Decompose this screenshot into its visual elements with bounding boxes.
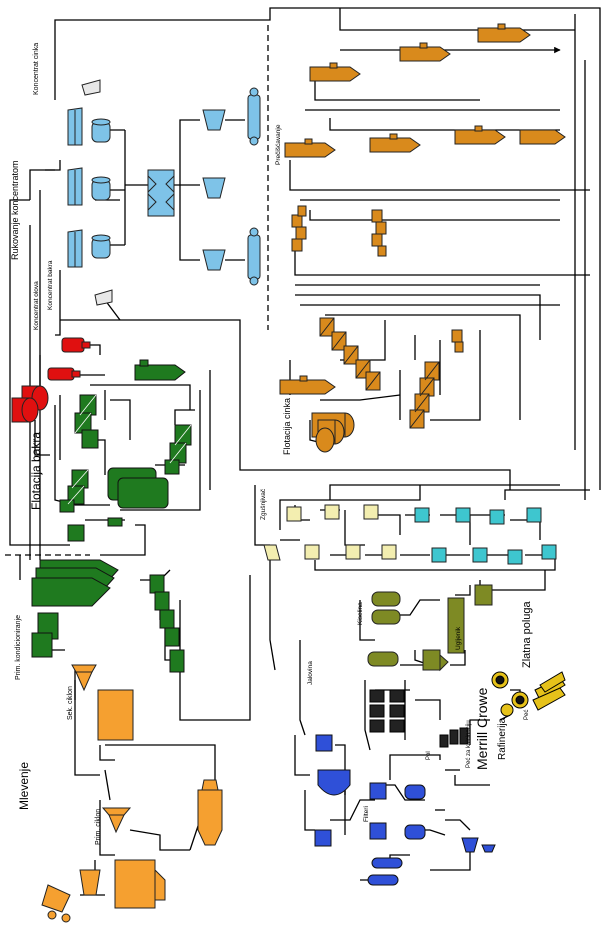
zinc-cell (399, 42, 451, 62)
label-merrill-crowe: Merrill Crowe (474, 687, 490, 770)
label-rukovanje-koncentratom: Rukovanje koncentratom (10, 160, 20, 260)
zinc-cell (309, 62, 361, 82)
label-pec-za-kalcinaciju: Peć za kalcinaciju (466, 720, 472, 768)
grinding-circuit (41, 664, 223, 923)
area-boundaries (5, 25, 269, 556)
zinc-cleaner-cells (279, 23, 566, 395)
label-ugljenik: Ugljenik (455, 626, 462, 650)
zinc-conditioner-tanks (311, 412, 355, 453)
label-precistavanje: Prečišćavanje (275, 124, 282, 165)
copper-cell-diagonals (67, 394, 192, 505)
pale-cells (263, 504, 397, 561)
label-sek-ciklon: Sek. ciklon (67, 686, 74, 720)
label-prim-ciklon: Prim. ciklon (95, 809, 102, 845)
olive-equipment (367, 584, 493, 672)
zinc-cell (519, 129, 566, 145)
zinc-cell (369, 133, 421, 153)
label-koncentrat-bakra: Koncentrat bakra (47, 260, 54, 310)
lead-circuit (11, 337, 91, 423)
zinc-cell (477, 23, 531, 43)
label-flotacija-cinka: Flotacija cinka (282, 398, 292, 455)
label-rafinerija: Rafinerija (497, 717, 508, 760)
label-jalovina: Jalovina (307, 661, 314, 685)
label-zlatna-poluga: Zlatna poluga (521, 600, 533, 668)
diagram-labels: Koncentrat cinka Rukovanje koncentratom … (10, 43, 533, 845)
zinc-column-cells (291, 205, 464, 353)
label-zgusnjivac: Zgušnjivač (260, 488, 267, 520)
label-prim-kondicioniranje: Prim. kondicioniranje (15, 615, 22, 680)
blue-equipment (314, 734, 496, 886)
label-koncentrat-olova: Koncentrat olova (33, 281, 40, 330)
label-pec: Peć (524, 710, 530, 720)
cyan-cells (414, 507, 557, 565)
zinc-cell (279, 375, 336, 395)
label-mlevenje: Mlevenje (17, 762, 31, 810)
refinery (491, 671, 566, 717)
zinc-rougher-cells (319, 317, 440, 429)
label-flotacija-bakra: Flotacija bakra (29, 432, 43, 510)
zinc-cell (454, 125, 506, 145)
label-filteri: Filteri (363, 806, 370, 822)
label-kiselina: Kiselina (357, 602, 364, 625)
dark-filters (369, 689, 469, 748)
concentrate-handling (67, 79, 261, 306)
copper-circuit (31, 359, 192, 673)
zinc-cell (284, 138, 336, 158)
label-koncentrat-cinka: Koncentrat cinka (33, 43, 40, 95)
label-pol: Pol (426, 751, 432, 760)
